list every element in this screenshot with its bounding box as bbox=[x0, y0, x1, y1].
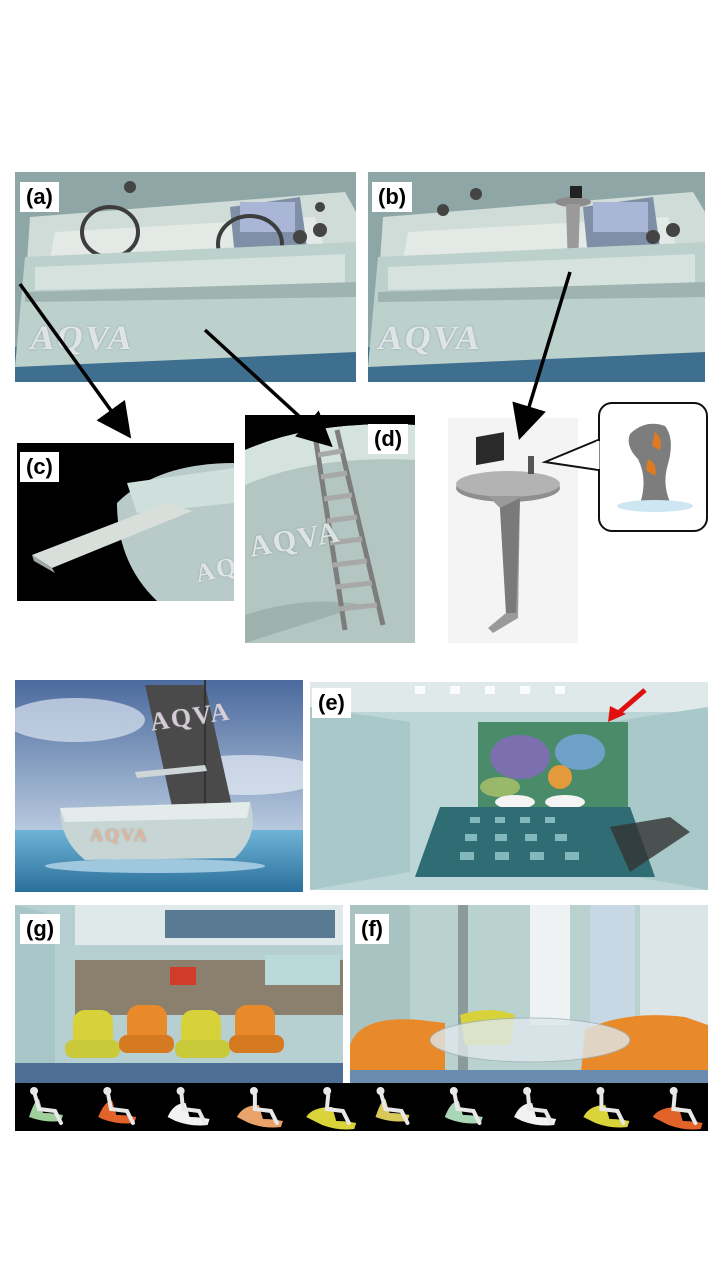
pose-figure bbox=[306, 1087, 357, 1130]
panel-a-cockpit-twin-wheels: AQVA bbox=[15, 172, 356, 382]
pose-figure bbox=[583, 1087, 630, 1128]
panel-e-cabin bbox=[310, 682, 708, 890]
boat-exterior-scene: AQVA AQVA bbox=[15, 680, 303, 892]
label-e: (e) bbox=[312, 688, 351, 718]
pose-figure bbox=[375, 1087, 410, 1125]
seating-pose-drawing bbox=[29, 1087, 703, 1130]
panel-g-lounge bbox=[15, 905, 343, 1083]
joystick-console-detail bbox=[448, 418, 578, 643]
pose-figure bbox=[444, 1087, 483, 1125]
pose-figure bbox=[29, 1087, 63, 1125]
pose-figure bbox=[514, 1087, 557, 1126]
panel-d-boarding-ladder: AQVA bbox=[245, 415, 415, 643]
label-b: (b) bbox=[372, 182, 413, 212]
boat-exterior-drawing bbox=[15, 680, 303, 892]
boat-name-a: AQVA bbox=[27, 320, 137, 357]
joystick-callout bbox=[598, 402, 708, 532]
panel-b-drawing bbox=[368, 172, 705, 382]
boat-name-hull: AQVA bbox=[90, 825, 149, 845]
label-c: (c) bbox=[20, 452, 59, 482]
pose-figure bbox=[652, 1087, 703, 1130]
panel-e-drawing bbox=[310, 682, 708, 890]
pose-figure bbox=[236, 1087, 283, 1128]
boat-name-b: AQVA bbox=[375, 320, 485, 357]
joystick-console-drawing bbox=[456, 432, 560, 633]
panel-g-drawing bbox=[15, 905, 343, 1083]
label-a: (a) bbox=[20, 182, 59, 212]
label-d: (d) bbox=[368, 424, 409, 454]
joystick-grip-drawing bbox=[617, 423, 693, 512]
panel-c-drawing bbox=[32, 463, 234, 601]
panel-f-drawing bbox=[350, 905, 708, 1083]
label-g: (g) bbox=[20, 914, 61, 944]
panel-b-cockpit-joystick-console: AQVA bbox=[368, 172, 705, 382]
pose-figure bbox=[98, 1087, 137, 1125]
seating-pose-strip bbox=[15, 1083, 708, 1131]
pose-figure bbox=[167, 1087, 210, 1126]
label-f: (f) bbox=[355, 914, 389, 944]
panel-f-saloon bbox=[350, 905, 708, 1083]
